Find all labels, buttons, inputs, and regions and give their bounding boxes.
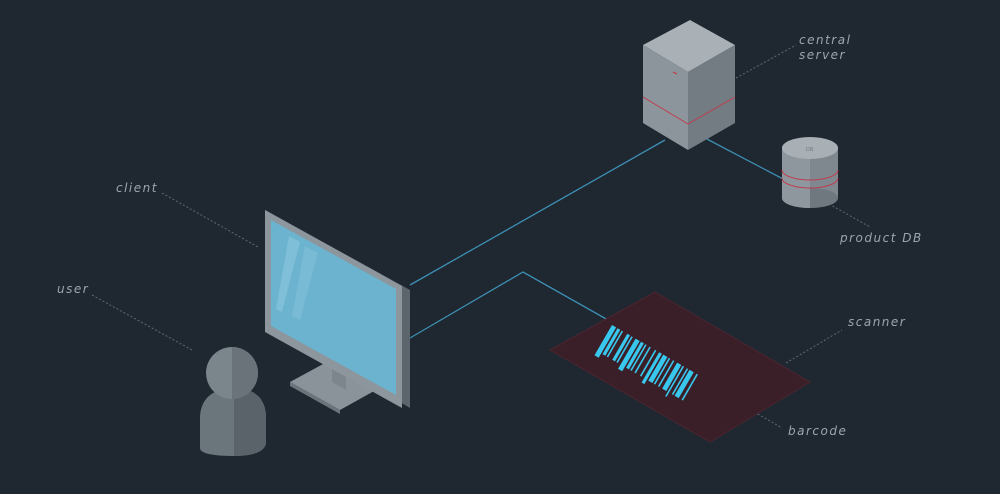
central-server-label-line2: server [799, 48, 846, 62]
barcode-bar [618, 338, 640, 372]
barcode-bar [641, 352, 662, 385]
barcode-bar [657, 360, 675, 387]
barcode-bar [594, 325, 617, 358]
barcode-bar [630, 344, 647, 371]
leader-scanner [785, 329, 843, 364]
user-icon [200, 347, 266, 456]
user-label: user [57, 282, 90, 296]
monitor-icon [265, 210, 410, 414]
central-server-label: central server [799, 33, 851, 63]
connector-client-server [409, 139, 666, 286]
barcode-label: barcode [788, 424, 848, 438]
client-label: client [116, 181, 158, 195]
barcode-bar [653, 357, 671, 385]
barcode-bar [674, 369, 694, 399]
barcode-icon [594, 325, 698, 401]
barcode-bar [634, 346, 651, 374]
barcode-bar [662, 362, 682, 391]
leader-user [91, 294, 193, 351]
product-db-label: product DB [840, 231, 923, 245]
barcode-bar [648, 354, 668, 383]
connector-server-db [704, 137, 786, 181]
barcode-bar [681, 373, 698, 401]
scanner-label: scanner [848, 315, 907, 329]
barcode-bar [616, 336, 633, 363]
server-icon [642, 20, 736, 150]
leader-client [161, 192, 259, 248]
leader-server [735, 44, 797, 79]
barcode-bar [626, 341, 644, 370]
barcode-bar [639, 349, 657, 377]
central-server-label-line1: central [799, 33, 852, 47]
connectors [409, 137, 786, 339]
database-icon: DB [781, 137, 839, 208]
barcode-bar [612, 333, 631, 362]
barcode-bar [602, 328, 621, 356]
barcode-bar [665, 365, 685, 397]
barcode-bar [671, 368, 689, 395]
svg-text:DB: DB [806, 147, 814, 153]
connector-client-scanner [409, 271, 609, 339]
barcode-bar [606, 330, 624, 358]
